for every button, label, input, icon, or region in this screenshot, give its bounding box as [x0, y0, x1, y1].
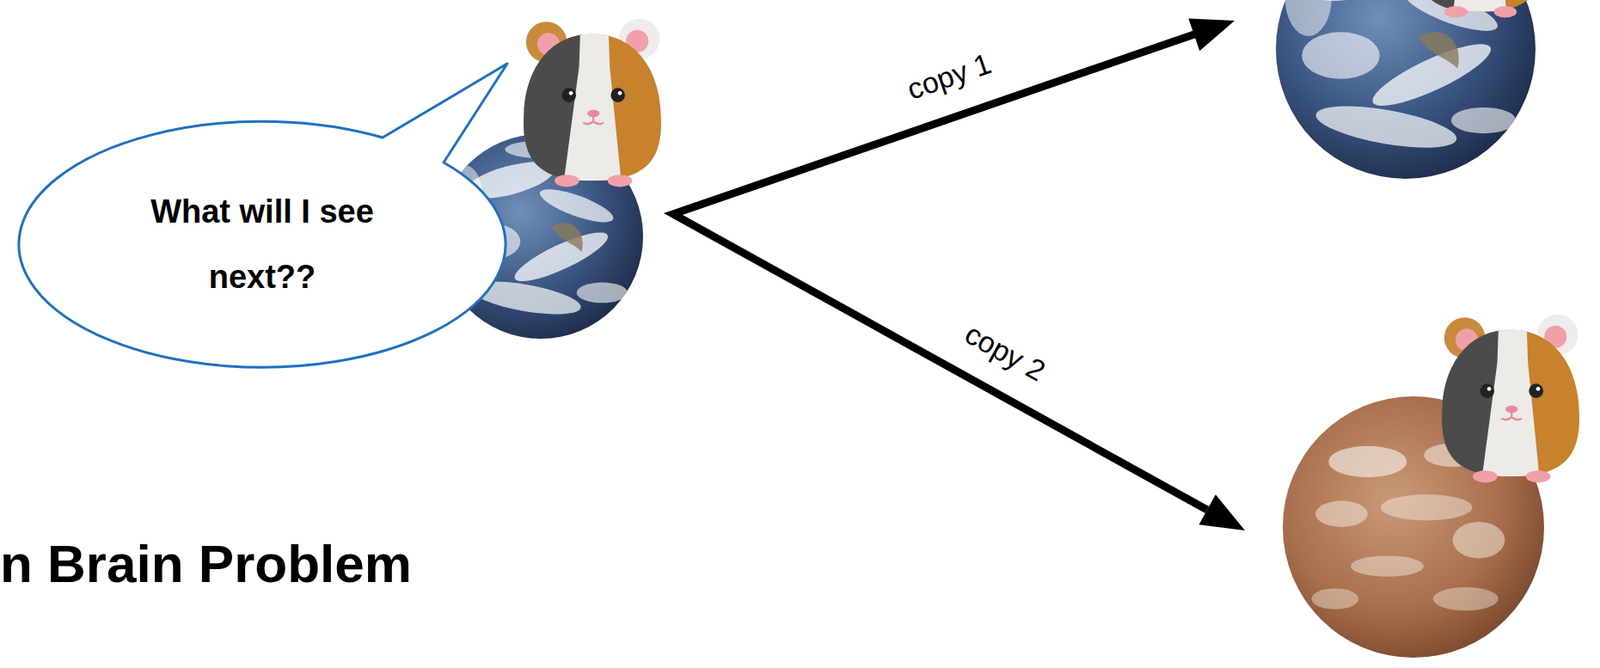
branch-arrow	[673, 34, 1208, 510]
guinea-pig	[515, 5, 669, 190]
branch-label: copy 2	[959, 317, 1052, 389]
bubble-text: What will I see next??	[150, 178, 374, 310]
heading-fragment: n Brain Problem	[0, 533, 412, 595]
speech-bubble: What will I see next??	[18, 61, 509, 368]
arrow-head	[1199, 494, 1246, 531]
branch-label: copy 1	[902, 46, 995, 107]
arrow-head	[1188, 18, 1235, 51]
guinea-pig	[1434, 300, 1588, 485]
bubble-outline-path	[18, 63, 508, 368]
earth-globe	[1275, 0, 1536, 179]
guinea-pig	[1408, 0, 1551, 20]
bubble-inner: What will I see next??	[18, 121, 506, 368]
